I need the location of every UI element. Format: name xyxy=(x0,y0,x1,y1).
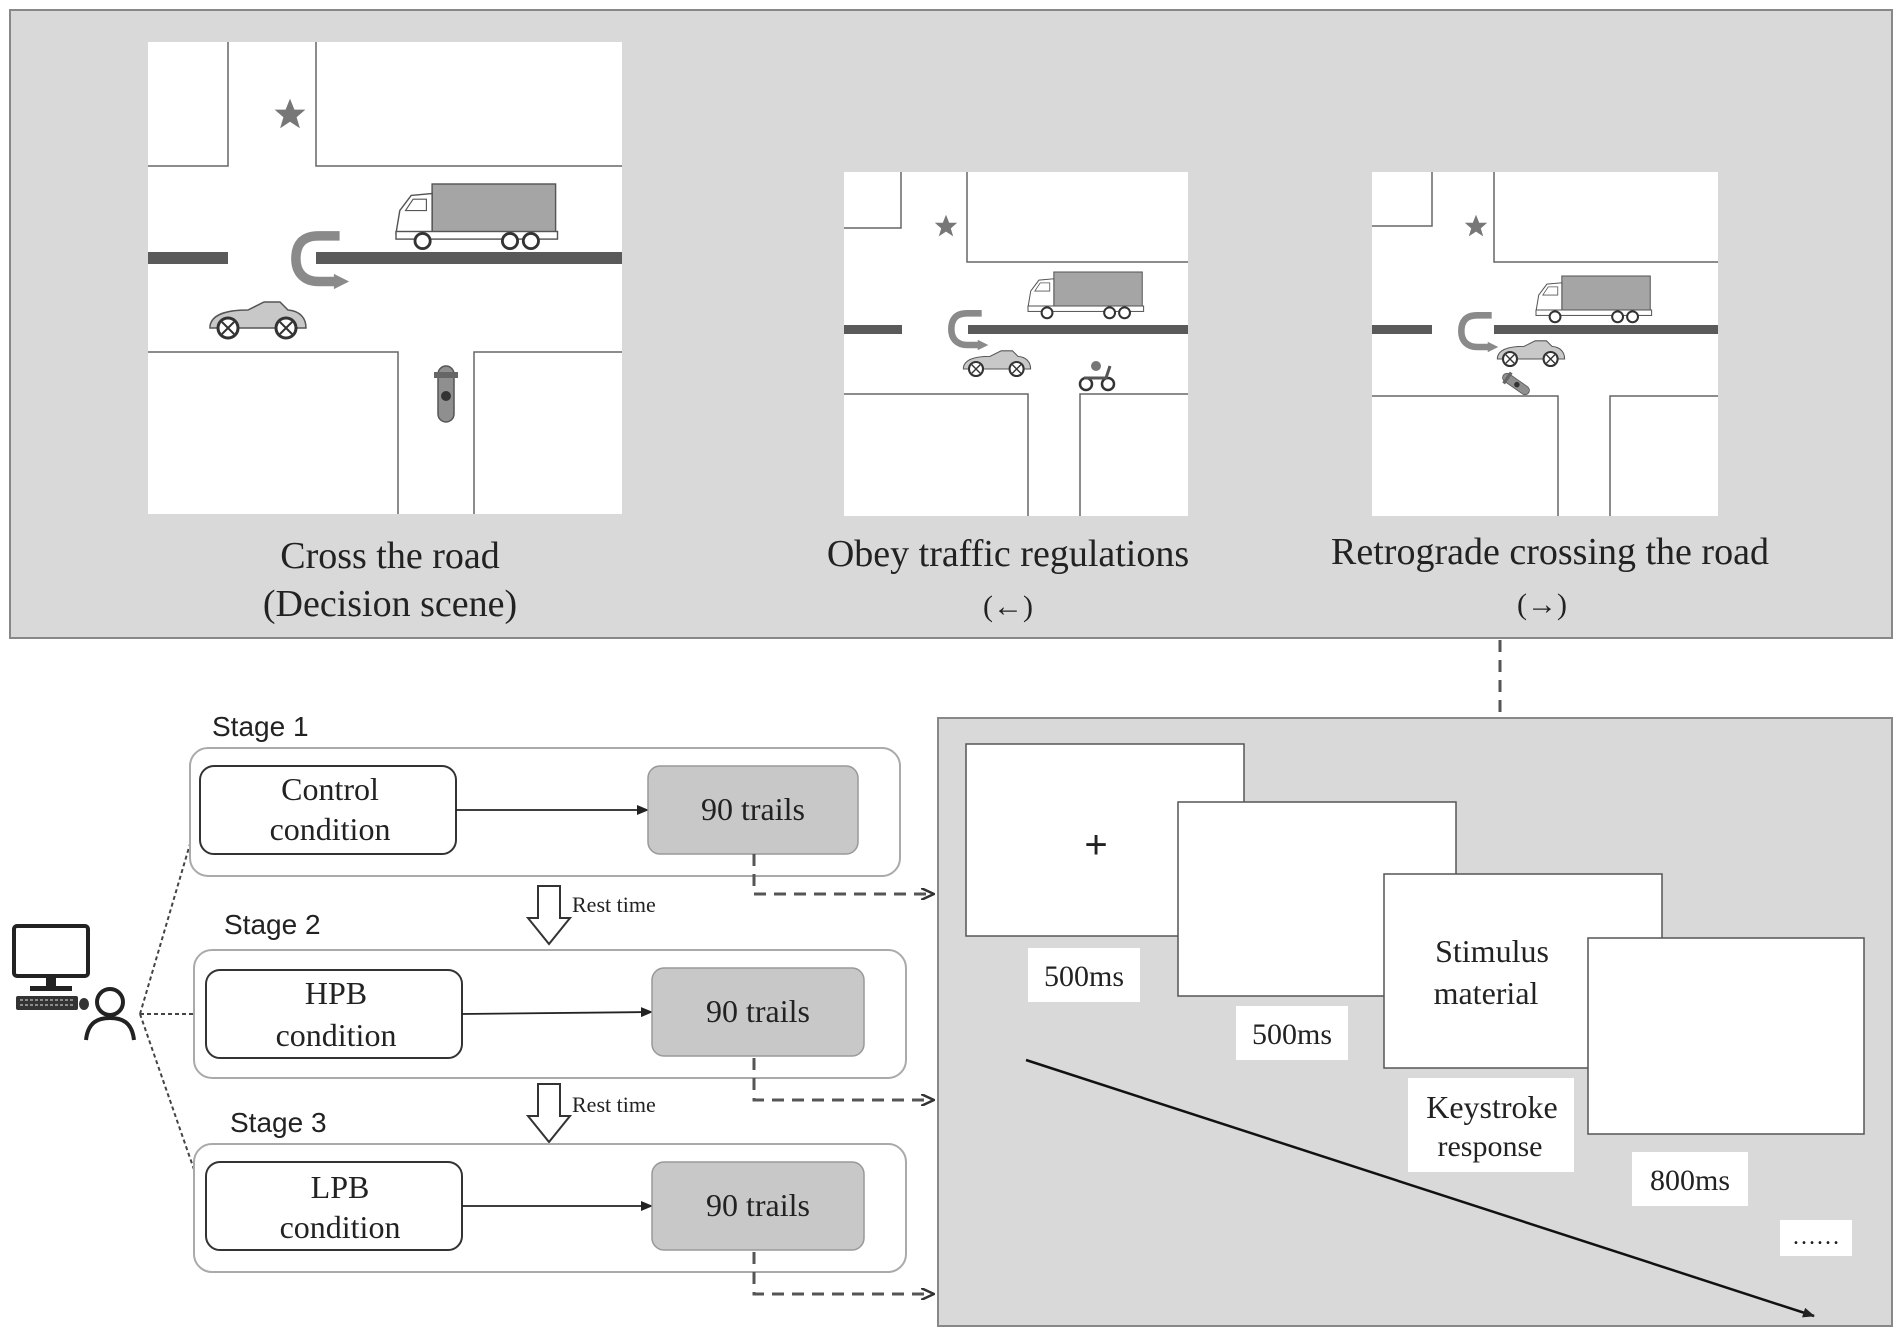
motorcycle-icon xyxy=(433,365,459,423)
scooter-icon xyxy=(1078,361,1116,392)
computer-icon xyxy=(12,924,90,1010)
post-response-screen xyxy=(1587,937,1865,1135)
condition-label-sub: condition xyxy=(280,1209,401,1245)
ellipsis: …… xyxy=(1792,1224,1840,1250)
stage-title: Stage 1 xyxy=(212,711,309,742)
scene-caption-decision: Cross the road xyxy=(280,535,500,577)
response-label: Keystroke xyxy=(1426,1089,1558,1125)
fixation-cross: + xyxy=(1084,823,1107,867)
duration-badge xyxy=(1236,1006,1348,1060)
condition-label-sub: condition xyxy=(276,1017,397,1053)
ellipsis-badge xyxy=(1780,1220,1852,1256)
trial-count: 90 trails xyxy=(706,1187,810,1223)
condition-label-sub: condition xyxy=(270,811,391,847)
stimulus-label-sub: material xyxy=(1434,975,1539,1011)
condition-label: Control xyxy=(281,771,379,807)
scene-caption-decision-sub: (Decision scene) xyxy=(263,583,517,625)
time-arrow xyxy=(1025,1058,1815,1318)
dashed-connectors xyxy=(752,854,934,1294)
rest-label: Rest time xyxy=(572,892,656,917)
duration-blank: 500ms xyxy=(1252,1018,1332,1051)
condition-label: HPB xyxy=(305,975,367,1011)
condition-label: LPB xyxy=(311,1169,370,1205)
trial-block xyxy=(651,1161,865,1251)
scene-caption-retrograde: Retrograde crossing the road xyxy=(1331,531,1769,573)
scene-decision-image xyxy=(148,42,622,514)
stimulus-label: Stimulus xyxy=(1435,933,1549,969)
trial-count: 90 trails xyxy=(701,791,805,827)
duration-badge xyxy=(1028,948,1140,1002)
response-badge xyxy=(1408,1078,1574,1172)
scene-caption-obey-key: (←) xyxy=(983,590,1033,623)
rest-arrow xyxy=(525,1083,573,1144)
stage-title: Stage 2 xyxy=(224,909,321,940)
scene-obey-image xyxy=(844,172,1188,516)
duration-badge xyxy=(1632,1152,1748,1206)
trial-block xyxy=(651,967,865,1057)
stage-title: Stage 3 xyxy=(230,1107,327,1138)
trial-count: 90 trails xyxy=(706,993,810,1029)
scene-caption-obey: Obey traffic regulations xyxy=(827,533,1189,575)
participant-icon xyxy=(84,987,136,1041)
rest-arrow xyxy=(525,885,573,946)
response-label-sub: response xyxy=(1438,1130,1543,1163)
scene-retrograde-image xyxy=(1372,172,1718,516)
rest-label: Rest time xyxy=(572,1092,656,1117)
scene-caption-retrograde-key: (→) xyxy=(1517,588,1567,621)
flow-arrow xyxy=(461,1007,653,1018)
duration-fixation: 500ms xyxy=(1044,960,1124,993)
duration-post: 800ms xyxy=(1650,1164,1730,1197)
